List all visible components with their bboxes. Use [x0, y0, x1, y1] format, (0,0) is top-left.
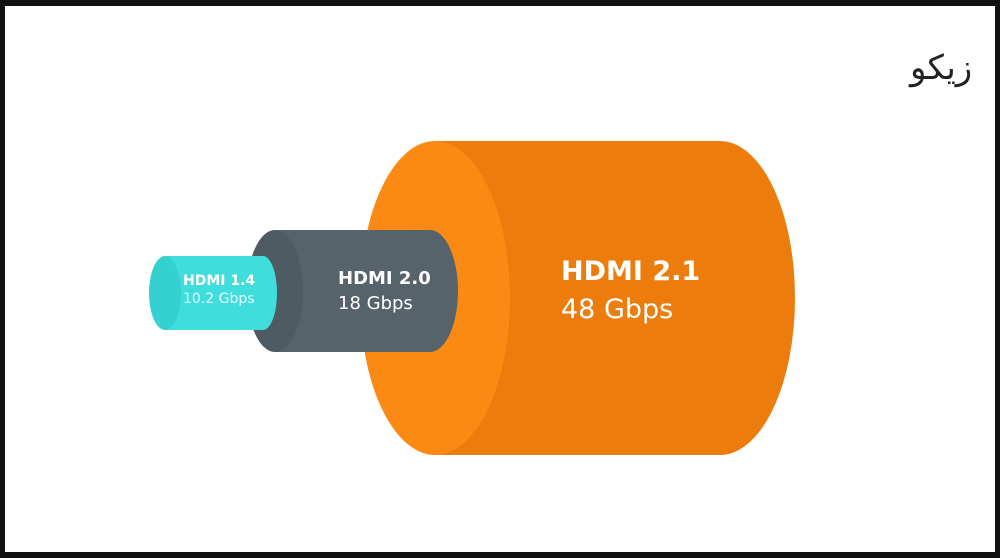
- label-hdmi-2-1-name: HDMI 2.1: [561, 256, 701, 287]
- brand-logo: زیکو: [910, 48, 973, 88]
- label-hdmi-1-4-speed: 10.2 Gbps: [183, 291, 255, 307]
- label-hdmi-2-0-name: HDMI 2.0: [338, 268, 431, 289]
- cylinder-hdmi-2-0: [247, 230, 458, 352]
- label-hdmi-2-0-speed: 18 Gbps: [338, 293, 413, 314]
- cylinders-graphic: [149, 141, 795, 455]
- label-hdmi-2-1-speed: 48 Gbps: [561, 294, 674, 325]
- canvas: HDMI 1.4 10.2 Gbps HDMI 2.0 18 Gbps HDMI…: [5, 6, 995, 552]
- label-hdmi-1-4-name: HDMI 1.4: [183, 273, 256, 289]
- cylinder-hdmi-1-4: [149, 256, 277, 330]
